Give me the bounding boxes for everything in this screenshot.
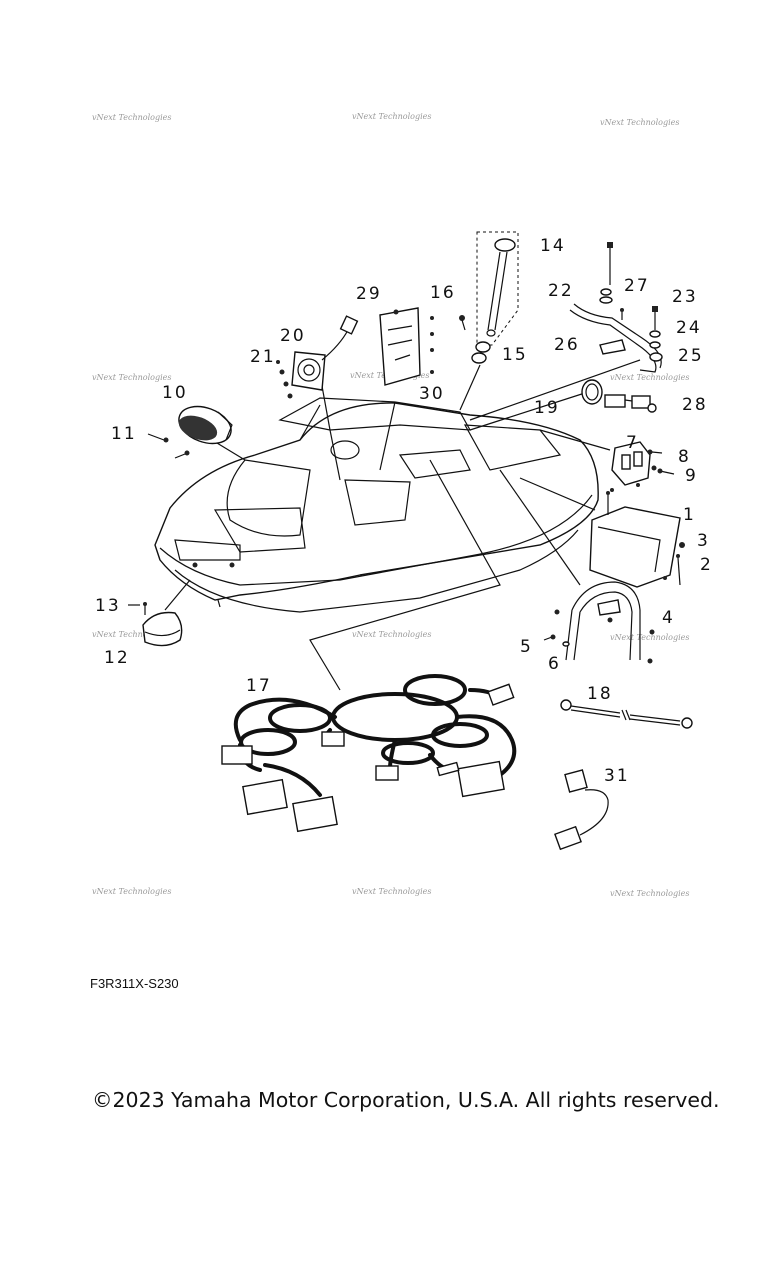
- part-20-speaker: [291, 315, 359, 391]
- part-19-cap: [581, 379, 603, 405]
- callout-9: 9: [685, 466, 698, 486]
- part-23-25-bolt-set: [607, 242, 663, 362]
- callout-2: 2: [700, 555, 713, 575]
- callout-16: 16: [430, 283, 456, 303]
- part-17-wiring-harness: [221, 674, 517, 833]
- part-28-switch: [604, 394, 657, 413]
- callout-18: 18: [587, 684, 613, 704]
- boat-hull: [154, 397, 599, 613]
- callout-1: 1: [683, 505, 696, 525]
- callout-6: 6: [548, 654, 561, 674]
- callout-11: 11: [111, 424, 137, 444]
- watermark: vNext Technologies: [352, 887, 431, 896]
- callout-17: 17: [246, 676, 272, 696]
- watermarks: vNext Technologies vNext Technologies vN…: [92, 112, 689, 898]
- callout-28: 28: [682, 395, 708, 415]
- copyright-notice: ©2023 Yamaha Motor Corporation, U.S.A. A…: [92, 1088, 720, 1112]
- callout-5: 5: [520, 637, 533, 657]
- part-16-screw: [459, 315, 466, 331]
- callout-25: 25: [678, 346, 704, 366]
- part-21-screws: [276, 360, 293, 399]
- callout-27: 27: [624, 276, 650, 296]
- part-29-bracket: [379, 307, 434, 386]
- callout-24: 24: [676, 318, 702, 338]
- callout-20: 20: [280, 326, 306, 346]
- part-10-speaker-grille: [178, 405, 233, 445]
- watermark: vNext Technologies: [92, 630, 171, 639]
- callout-22: 22: [548, 281, 574, 301]
- diagram-code: F3R311X-S230: [90, 976, 179, 991]
- callout-30: 30: [419, 384, 445, 404]
- part-31-sensor-lead: [554, 769, 609, 851]
- part-18-cable: [560, 699, 693, 729]
- callout-3: 3: [697, 531, 710, 551]
- part-14-antenna: [486, 238, 516, 337]
- callout-31: 31: [604, 766, 630, 786]
- callout-26: 26: [554, 335, 580, 355]
- part-7-regulator: [610, 441, 675, 492]
- callout-12: 12: [104, 648, 130, 668]
- part-14-group-box: [476, 231, 519, 346]
- callout-10: 10: [162, 383, 188, 403]
- watermark: vNext Technologies: [92, 113, 171, 122]
- callout-7: 7: [626, 433, 639, 453]
- callout-13: 13: [95, 596, 121, 616]
- part-1-control-unit: [589, 491, 681, 588]
- watermark: vNext Technologies: [92, 887, 171, 896]
- part-22-rail: [569, 288, 662, 373]
- callout-19: 19: [534, 398, 560, 418]
- watermark: vNext Technologies: [610, 373, 689, 382]
- callout-4: 4: [662, 608, 675, 628]
- part-2-3-fasteners: [676, 542, 685, 586]
- callout-15: 15: [502, 345, 528, 365]
- watermark: vNext Technologies: [352, 112, 431, 121]
- part-12-cleat: [142, 602, 183, 647]
- callout-21: 21: [250, 347, 276, 367]
- callout-14: 14: [540, 236, 566, 256]
- watermark: vNext Technologies: [610, 633, 689, 642]
- watermark: vNext Technologies: [352, 630, 431, 639]
- watermark: vNext Technologies: [92, 373, 171, 382]
- part-15-mount: [471, 341, 491, 364]
- watermark: vNext Technologies: [610, 889, 689, 898]
- part-11-screws: [147, 433, 190, 459]
- callout-29: 29: [356, 284, 382, 304]
- callout-labels: 1 2 3 4 5 6 7 8 9 10 11 12 13 14 15 16 1…: [95, 236, 713, 786]
- callout-23: 23: [672, 287, 698, 307]
- callout-8: 8: [678, 447, 691, 467]
- part-4-strap-bracket: [543, 581, 655, 664]
- watermark: vNext Technologies: [600, 118, 679, 127]
